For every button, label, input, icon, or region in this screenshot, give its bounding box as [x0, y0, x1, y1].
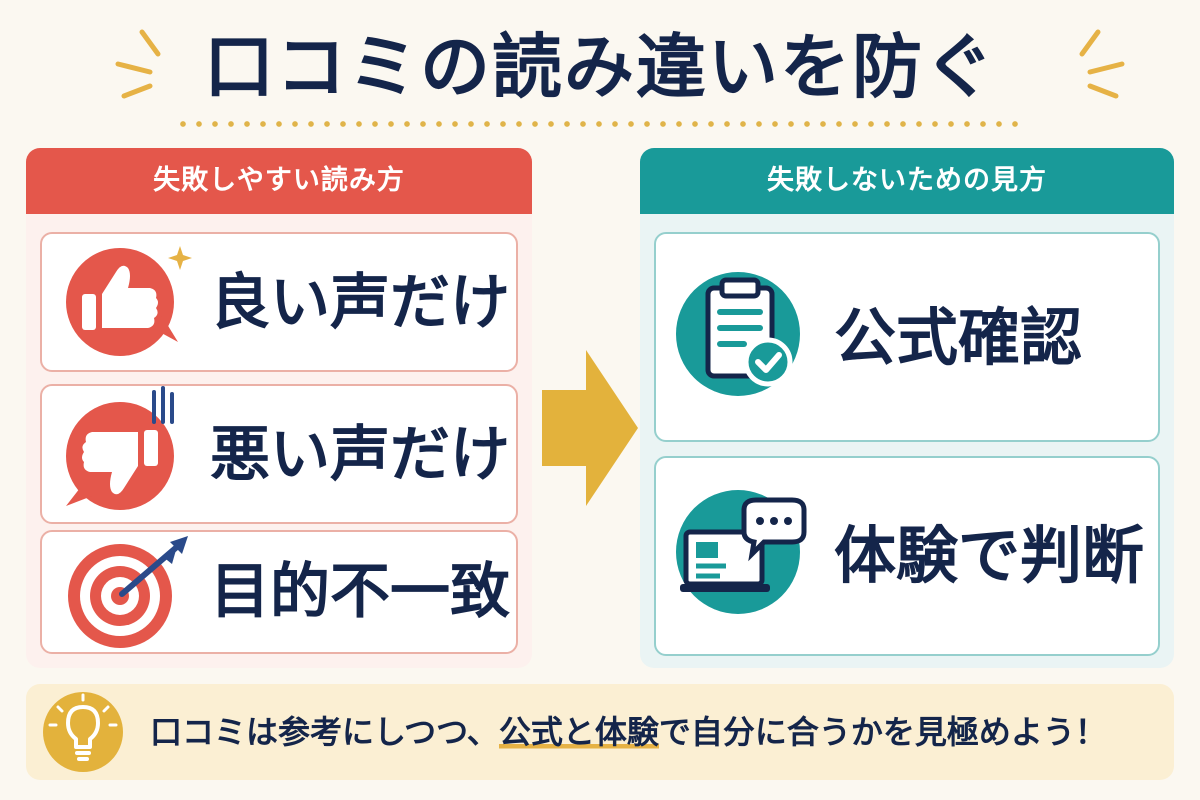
- tip-banner: 口コミは参考にしつつ、公式と体験で自分に合うかを見極めよう！: [26, 684, 1174, 780]
- tip-text: 口コミは参考にしつつ、公式と体験で自分に合うかを見極めよう！: [150, 704, 1107, 760]
- failure-item-bad-only: 悪い声だけ: [40, 384, 518, 524]
- clipboard-check-icon: [676, 272, 800, 396]
- lightbulb-icon: [43, 692, 123, 772]
- success-panel: 失敗しないための見方 公式確認: [640, 148, 1174, 668]
- burst-right-icon: [1079, 29, 1125, 99]
- failure-item-label: 悪い声だけ: [210, 420, 510, 490]
- success-panel-header: 失敗しないための見方: [640, 148, 1174, 214]
- thumbs-up-icon: [66, 246, 192, 356]
- success-item-label: 公式確認: [834, 301, 1083, 374]
- failure-item-good-only: 良い声だけ: [40, 232, 518, 372]
- laptop-chat-icon: [676, 490, 807, 614]
- failure-panel-header: 失敗しやすい読み方: [26, 148, 532, 214]
- failure-item-label: 良い声だけ: [210, 268, 510, 338]
- tip-text-before: 口コミは参考にしつつ、: [150, 713, 499, 751]
- success-item-label: 体験で判断: [834, 519, 1145, 592]
- target-icon: [68, 536, 188, 648]
- tip-text-after: で自分に合うかを見極めよう！: [658, 713, 1107, 751]
- failure-item-label: 目的不一致: [210, 557, 510, 627]
- failure-panel: 失敗しやすい読み方 良い声だけ 悪い声だけ: [26, 148, 532, 668]
- tip-text-highlight: 公式と体験: [498, 713, 659, 751]
- page-title: 口コミの読み違いを防ぐ: [204, 26, 996, 108]
- burst-left-icon: [115, 29, 161, 99]
- dotted-divider: [175, 120, 1025, 128]
- failure-item-purpose-mismatch: 目的不一致: [40, 530, 518, 654]
- thumbs-down-icon: [66, 386, 174, 510]
- arrow-right-icon: [542, 350, 638, 506]
- success-item-experience-judgment: 体験で判断: [654, 456, 1160, 656]
- success-item-official-check: 公式確認: [654, 232, 1160, 442]
